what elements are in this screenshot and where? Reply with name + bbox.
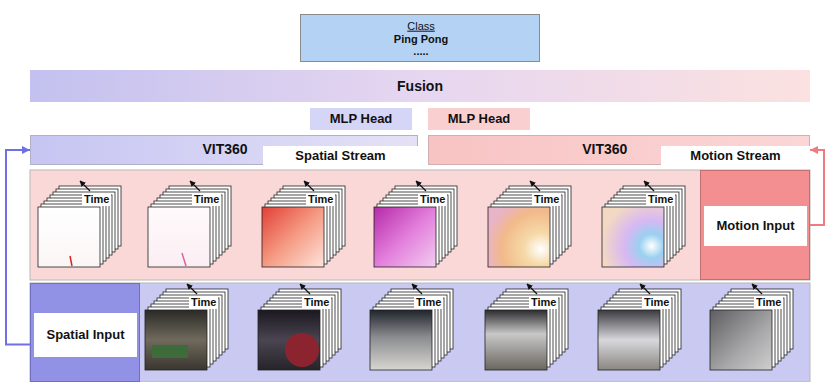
node-text: Ping Pong bbox=[394, 33, 448, 46]
input-arrow bbox=[6, 150, 30, 344]
time-arrow bbox=[640, 284, 650, 294]
node-text: VIT360 bbox=[202, 141, 247, 157]
node-text: MLP Head bbox=[330, 112, 393, 127]
spatial-frames bbox=[145, 284, 793, 370]
time-label: Time bbox=[529, 296, 558, 309]
spatial-band bbox=[30, 283, 810, 382]
table-shape bbox=[152, 345, 188, 358]
time-label: Time bbox=[192, 193, 221, 206]
flow-frame bbox=[148, 207, 210, 267]
time-arrow bbox=[190, 181, 200, 191]
input-block: Spatial Input bbox=[30, 283, 140, 382]
time-label: Time bbox=[306, 193, 335, 206]
flow-mark bbox=[182, 253, 186, 266]
flow-frame bbox=[488, 207, 550, 267]
time-arrow bbox=[530, 181, 540, 191]
stream-label: Motion Stream bbox=[661, 146, 810, 165]
motion-band bbox=[30, 170, 810, 280]
time-label: Time bbox=[754, 296, 783, 309]
class-box: ClassPing Pong..... bbox=[300, 14, 540, 62]
time-arrow bbox=[412, 284, 422, 294]
video-frame bbox=[370, 310, 432, 370]
flow-frame bbox=[602, 207, 664, 267]
video-frame bbox=[710, 310, 772, 370]
video-frame bbox=[485, 310, 547, 370]
fusion-band: Fusion bbox=[30, 70, 810, 102]
input-arrow bbox=[810, 150, 824, 225]
time-arrow bbox=[644, 181, 654, 191]
stream-label: Spatial Stream bbox=[263, 146, 418, 165]
input-label: Motion Input bbox=[704, 206, 807, 246]
time-arrow bbox=[304, 181, 314, 191]
time-arrow bbox=[80, 181, 90, 191]
node-text: Class bbox=[407, 19, 435, 32]
flow-frame bbox=[38, 207, 100, 267]
node-text: Fusion bbox=[397, 78, 443, 94]
video-frame bbox=[598, 310, 660, 370]
mlp-head: MLP Head bbox=[428, 108, 530, 130]
input-block: Motion Input bbox=[700, 170, 810, 280]
ball-shape bbox=[285, 333, 319, 367]
time-label: Time bbox=[414, 296, 443, 309]
time-arrow bbox=[752, 284, 762, 294]
node-text: MLP Head bbox=[448, 112, 511, 127]
node-text: Spatial Stream bbox=[295, 148, 385, 163]
time-label: Time bbox=[532, 193, 561, 206]
time-arrow bbox=[527, 284, 537, 294]
node-text: VIT360 bbox=[582, 141, 627, 157]
transformer-box: VIT360 Motion Stream bbox=[428, 135, 810, 165]
time-arrow bbox=[416, 181, 426, 191]
transformer-box: VIT360 Spatial Stream bbox=[30, 135, 418, 165]
time-label: Time bbox=[82, 193, 111, 206]
time-label: Time bbox=[642, 296, 671, 309]
time-arrow bbox=[187, 284, 197, 294]
flow-mark bbox=[70, 256, 72, 266]
node-text: Motion Stream bbox=[690, 148, 780, 163]
time-label: Time bbox=[189, 296, 218, 309]
video-frame bbox=[145, 310, 207, 370]
motion-frames bbox=[38, 181, 685, 267]
video-frame bbox=[258, 310, 320, 370]
time-label: Time bbox=[646, 193, 675, 206]
flow-frame bbox=[262, 207, 324, 267]
input-label: Spatial Input bbox=[34, 313, 137, 357]
time-label: Time bbox=[418, 193, 447, 206]
time-arrow bbox=[300, 284, 310, 294]
node-text: ..... bbox=[413, 45, 428, 58]
time-label: Time bbox=[302, 296, 331, 309]
flow-frame bbox=[374, 207, 436, 267]
mlp-head: MLP Head bbox=[310, 108, 412, 130]
